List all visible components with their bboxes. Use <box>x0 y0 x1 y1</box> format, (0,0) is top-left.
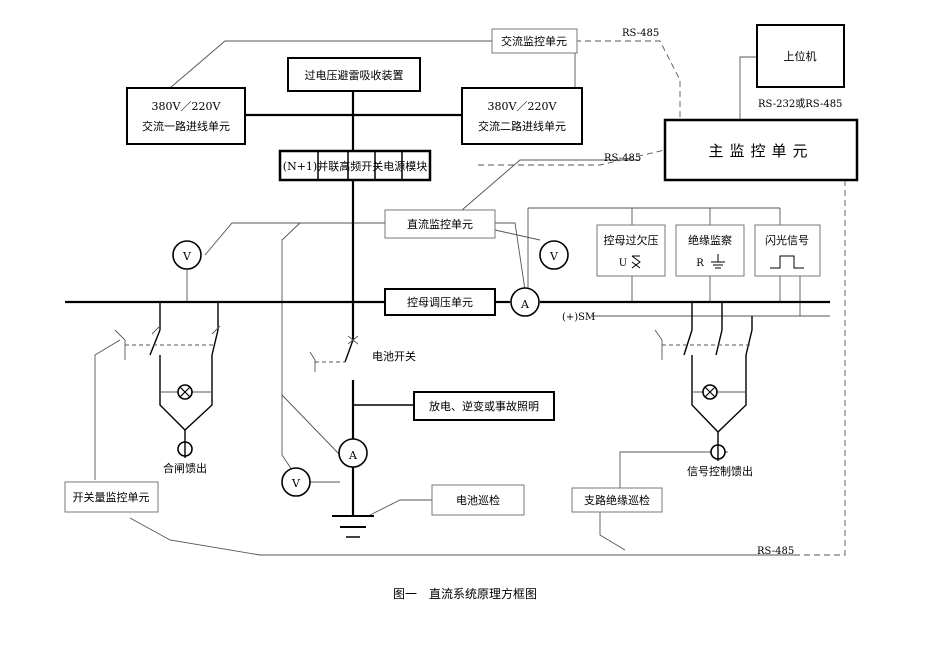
bus-regulator-unit: 控母调压单元 <box>384 288 496 316</box>
lamp-cross-icon <box>179 386 191 398</box>
ac-incoming-unit-1: 380V／220V 交流一路进线单元 <box>126 87 246 145</box>
rs485-label-top: RS-485 <box>622 28 659 39</box>
svg-text:开关量监控单元: 开关量监控单元 <box>73 490 150 504</box>
svg-text:(N+1)并联高频开关电源模块: (N+1)并联高频开关电源模块 <box>283 159 427 173</box>
svg-text:直流监控单元: 直流监控单元 <box>407 217 473 231</box>
svg-text:R: R <box>696 258 704 269</box>
flash-signal-box: 闪光信号 <box>754 224 821 277</box>
svg-text:A: A <box>520 298 530 311</box>
rs232-label: RS-232或RS-485 <box>758 98 842 110</box>
svg-text:V: V <box>291 477 301 490</box>
rectifier-modules: (N+1)并联高频开关电源模块 <box>278 149 432 182</box>
svg-text:主监控单元: 主监控单元 <box>708 142 813 160</box>
svg-text:交流监控单元: 交流监控单元 <box>501 34 567 48</box>
surge-absorber: 过电压避雷吸收装置 <box>287 57 421 92</box>
insulation-monitor-box: 绝缘监察 R <box>675 224 745 277</box>
ground-icon <box>711 254 725 269</box>
svg-text:控母调压单元: 控母调压单元 <box>407 295 473 309</box>
close-feeder-circuit <box>114 302 221 440</box>
voltmeter-right: V <box>539 240 569 270</box>
svg-text:绝缘监察: 绝缘监察 <box>688 233 732 247</box>
dc-monitor-unit: 直流监控单元 <box>384 209 496 239</box>
battery-icon <box>332 515 374 538</box>
svg-text:支路绝缘巡检: 支路绝缘巡检 <box>584 493 650 507</box>
ac-incoming-unit-2: 380V／220V 交流二路进线单元 <box>461 87 583 145</box>
emergency-lighting-unit: 放电、逆变或事故照明 <box>413 391 555 421</box>
rs485-dashed-lines <box>478 40 846 556</box>
svg-text:交流一路进线单元: 交流一路进线单元 <box>142 119 230 133</box>
signal-feeder-label: 信号控制馈出 <box>687 464 753 478</box>
svg-text:过电压避雷吸收装置: 过电压避雷吸收装置 <box>305 68 404 82</box>
svg-text:交流二路进线单元: 交流二路进线单元 <box>478 119 566 133</box>
voltmeter-left: V <box>172 240 202 270</box>
svg-text:V: V <box>549 250 559 263</box>
rs485-label-mid: RS-485 <box>604 153 641 164</box>
bus-bars <box>65 91 830 515</box>
ammeter-battery: A <box>338 438 368 468</box>
pulse-icon <box>770 255 804 269</box>
signal-feeder-circuit <box>654 302 753 443</box>
voltmeter-battery: V <box>281 467 311 497</box>
branch-insulation-unit: 支路绝缘巡检 <box>571 487 663 513</box>
bus-overvoltage-box: 控母过欠压 U <box>596 224 666 277</box>
diagram-caption: 图一 直流系统原理方框图 <box>393 586 537 601</box>
svg-text:U: U <box>619 258 627 269</box>
switch-monitor-unit: 开关量监控单元 <box>64 481 159 513</box>
svg-text:A: A <box>348 449 358 462</box>
svg-text:电池巡检: 电池巡检 <box>456 493 500 507</box>
svg-text:380V／220V: 380V／220V <box>488 100 558 113</box>
ac-monitor-unit: 交流监控单元 <box>491 28 578 54</box>
svg-text:380V／220V: 380V／220V <box>152 100 222 113</box>
rs485-label-bottom: RS-485 <box>757 546 794 557</box>
close-feeder-label: 合闸馈出 <box>163 461 207 475</box>
svg-text:上位机: 上位机 <box>784 49 817 63</box>
battery-switch-label: 电池开关 <box>372 349 416 363</box>
svg-text:放电、逆变或事故照明: 放电、逆变或事故照明 <box>429 399 539 413</box>
voltage-relay-icon <box>631 255 641 269</box>
battery-patrol-unit: 电池巡检 <box>431 484 525 516</box>
svg-text:闪光信号: 闪光信号 <box>765 233 809 247</box>
lamp-cross-icon-right <box>704 386 716 398</box>
svg-text:V: V <box>182 250 192 263</box>
host-computer: 上位机 <box>756 24 845 88</box>
ammeter-bus: A <box>510 287 540 317</box>
svg-text:控母过欠压: 控母过欠压 <box>604 233 659 247</box>
sm-label: (+)SM <box>562 312 595 323</box>
battery-switch-icon <box>309 335 359 372</box>
signal-wires <box>94 40 830 556</box>
main-monitor-unit: 主监控单元 <box>663 118 859 182</box>
